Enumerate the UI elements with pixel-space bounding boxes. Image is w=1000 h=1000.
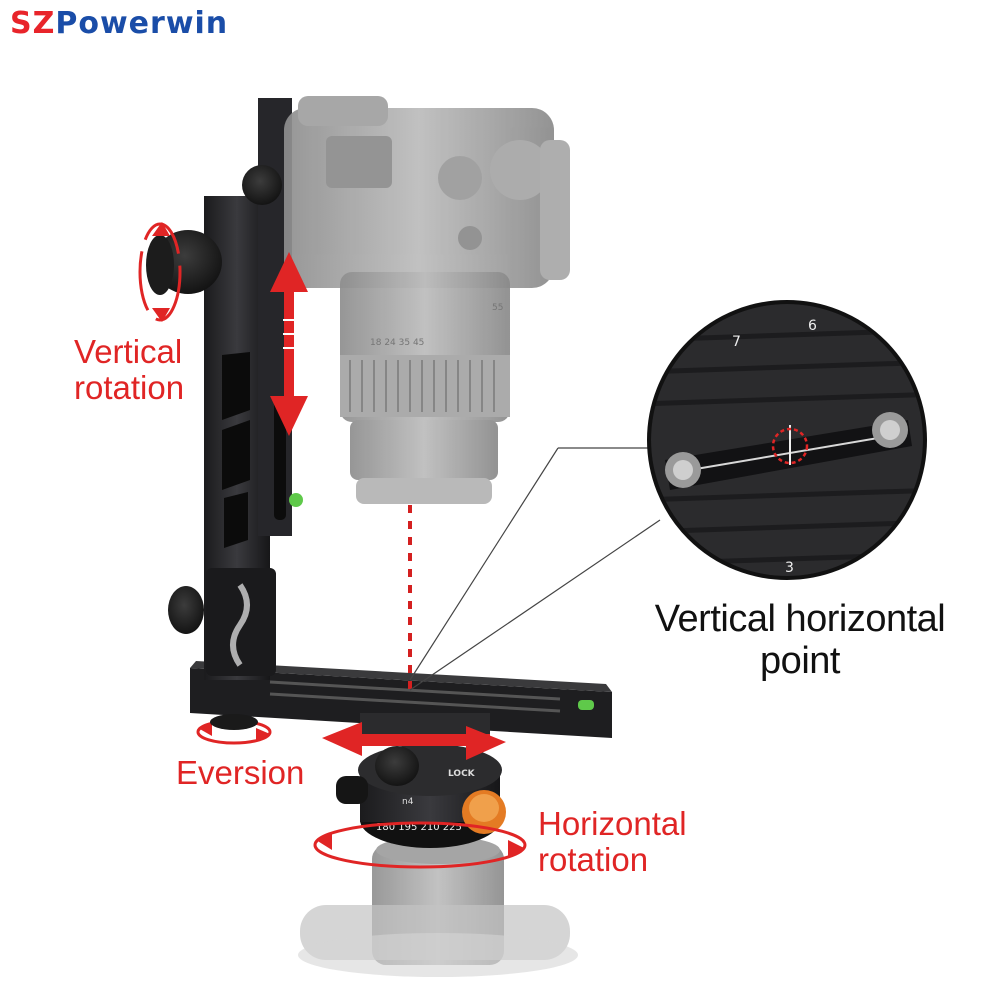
- detail-scale-top-right: 6: [808, 318, 817, 334]
- rotation-arrow-horizontal: [313, 821, 527, 869]
- rotation-arrow-vertical: [138, 222, 182, 322]
- label-point-line2: point: [760, 640, 840, 682]
- tripod: [298, 836, 578, 977]
- rotator-base: LOCK n4 180 195 210 225: [336, 744, 506, 848]
- label-eversion: Eversion: [176, 754, 305, 791]
- detail-magnifier: 7 6 3: [647, 300, 927, 580]
- camera-body: [284, 96, 570, 288]
- label-vertical-rotation: Vertical rotation: [74, 334, 184, 406]
- label-vertical-rotation-line1: Vertical: [74, 333, 183, 370]
- callout-line-lower: [409, 519, 661, 691]
- brand-part-sz: SZ: [10, 6, 56, 41]
- callout-line-upper: [409, 447, 559, 681]
- label-vertical-horizontal-point: Vertical horizontal point: [650, 598, 950, 682]
- detail-scale-bottom: 3: [785, 560, 794, 576]
- camera-lens: 18 24 35 45 55: [340, 272, 510, 504]
- horizontal-arrow: [322, 722, 506, 760]
- lock-marking: LOCK: [448, 769, 476, 779]
- vertical-arrow: [270, 252, 308, 436]
- brand-logo: SZPowerwin: [10, 6, 228, 41]
- label-horizontal-rotation-line2: rotation: [538, 841, 649, 878]
- brand-part-powerwin: Powerwin: [55, 6, 229, 41]
- horizontal-rail: [190, 661, 612, 741]
- label-vertical-rotation-line2: rotation: [74, 369, 185, 406]
- detail-scale-top: 7: [732, 334, 741, 350]
- degree-scale: 180 195 210 225: [376, 822, 462, 833]
- lens-focal-marks: 18 24 35 45: [370, 338, 424, 348]
- lens-mm-mark: 55: [492, 303, 503, 313]
- label-horizontal-rotation-line1: Horizontal: [538, 805, 687, 842]
- label-horizontal-rotation: Horizontal rotation: [538, 806, 687, 878]
- rotator-mark: n4: [402, 797, 414, 807]
- label-point-line1: Vertical horizontal: [654, 598, 946, 640]
